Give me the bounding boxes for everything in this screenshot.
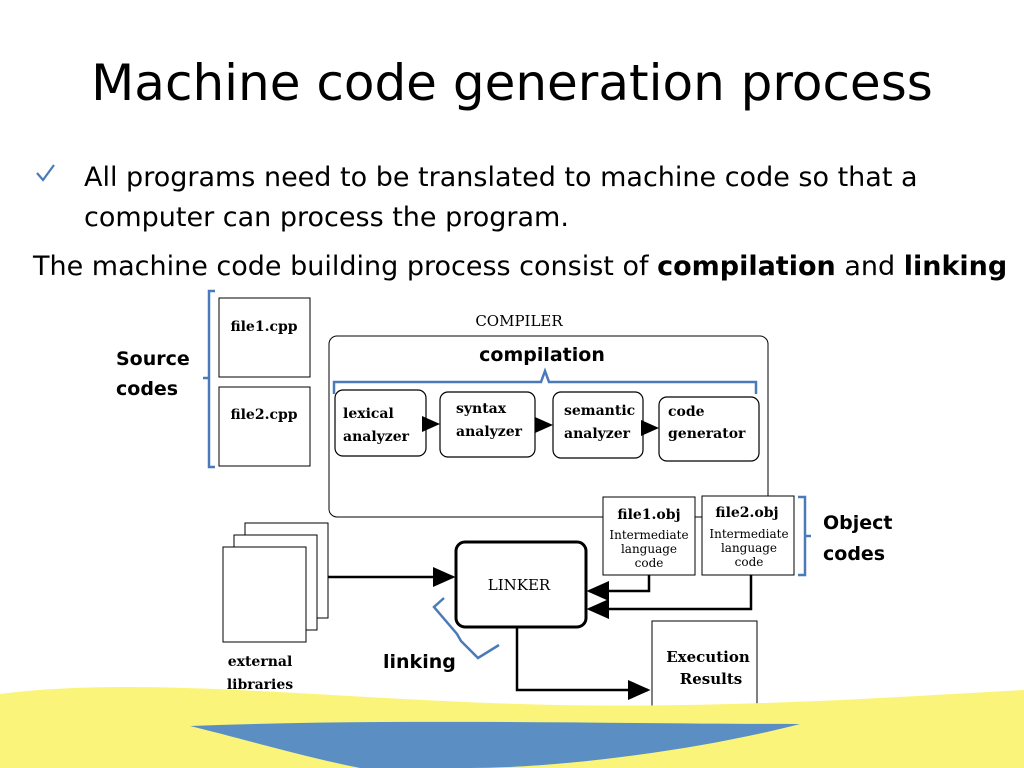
stage-semantic-line2: analyzer (564, 426, 631, 442)
source-label-line2: codes (116, 378, 178, 400)
object-file-1-desc-2: language (621, 542, 677, 556)
stage-syntax-analyzer: syntax analyzer (439, 391, 536, 458)
object-label-line1: Object (823, 512, 893, 534)
arrow-obj1-to-linker (586, 575, 651, 601)
object-file-2-desc-1: Intermediate (709, 527, 788, 541)
check-icon (36, 164, 55, 182)
linker-box (454, 540, 588, 629)
sentence-prefix: The machine code building process consis… (33, 251, 658, 282)
process-sentence: The machine code building process consis… (33, 249, 1018, 285)
arrow-obj2-to-linker (586, 575, 753, 619)
stage-code-generator: code generator (658, 396, 760, 462)
external-libraries-stack (222, 522, 329, 643)
source-file-2-label: file2.cpp (230, 407, 297, 423)
object-file-1-name: file1.obj (617, 507, 680, 523)
object-file-1-desc-1: Intermediate (609, 528, 688, 542)
object-file-1-desc-3: code (635, 556, 664, 570)
compilation-brace (332, 367, 758, 394)
results-label-line1: Execution (666, 648, 750, 666)
sentence-middle: and (835, 251, 904, 282)
stage-lexical-line1: lexical (343, 406, 394, 422)
stage-semantic-line1: semantic (564, 403, 635, 419)
source-brace (203, 289, 215, 469)
execution-results-box (651, 620, 758, 712)
linking-label: linking (383, 651, 456, 673)
object-file-2-desc-2: language (721, 541, 777, 555)
stage-lexical-line2: analyzer (343, 429, 410, 445)
object-file-2: file2.obj Intermediate language code (701, 495, 795, 576)
bullet-text: All programs need to be translated to ma… (84, 162, 918, 233)
object-file-2-desc-3: code (735, 555, 764, 569)
object-file-2-name: file2.obj (715, 505, 778, 521)
source-file-1: file1.cpp (218, 297, 311, 378)
object-brace (798, 495, 811, 577)
arrow-linker-to-results (515, 627, 651, 700)
libraries-label-line2: libraries (227, 677, 293, 693)
source-label-line1: Source (116, 348, 190, 370)
results-label-line2: Results (680, 670, 742, 688)
linking-brace (432, 597, 500, 660)
stage-code-line2: generator (668, 426, 746, 442)
stage-syntax-line2: analyzer (456, 424, 523, 440)
source-file-2: file2.cpp (218, 386, 311, 467)
stage-semantic-analyzer: semantic analyzer (552, 391, 644, 459)
footer-wave-decoration (0, 687, 1024, 768)
stage-syntax-line1: syntax (456, 401, 507, 417)
term-linking: linking (903, 251, 1008, 282)
compiler-label: COMPILER (475, 312, 563, 330)
object-label-line2: codes (823, 543, 885, 565)
object-file-1: file1.obj Intermediate language code (602, 496, 696, 576)
linker-label: LINKER (488, 576, 551, 594)
stage-lexical-analyzer: lexical analyzer (334, 389, 427, 457)
compilation-label: compilation (479, 344, 605, 366)
term-compilation: compilation (657, 251, 836, 282)
stage-code-line1: code (668, 404, 705, 420)
libraries-label-line1: external (228, 654, 293, 670)
source-file-1-label: file1.cpp (230, 319, 297, 335)
slide-title: Machine code generation process (91, 54, 933, 112)
